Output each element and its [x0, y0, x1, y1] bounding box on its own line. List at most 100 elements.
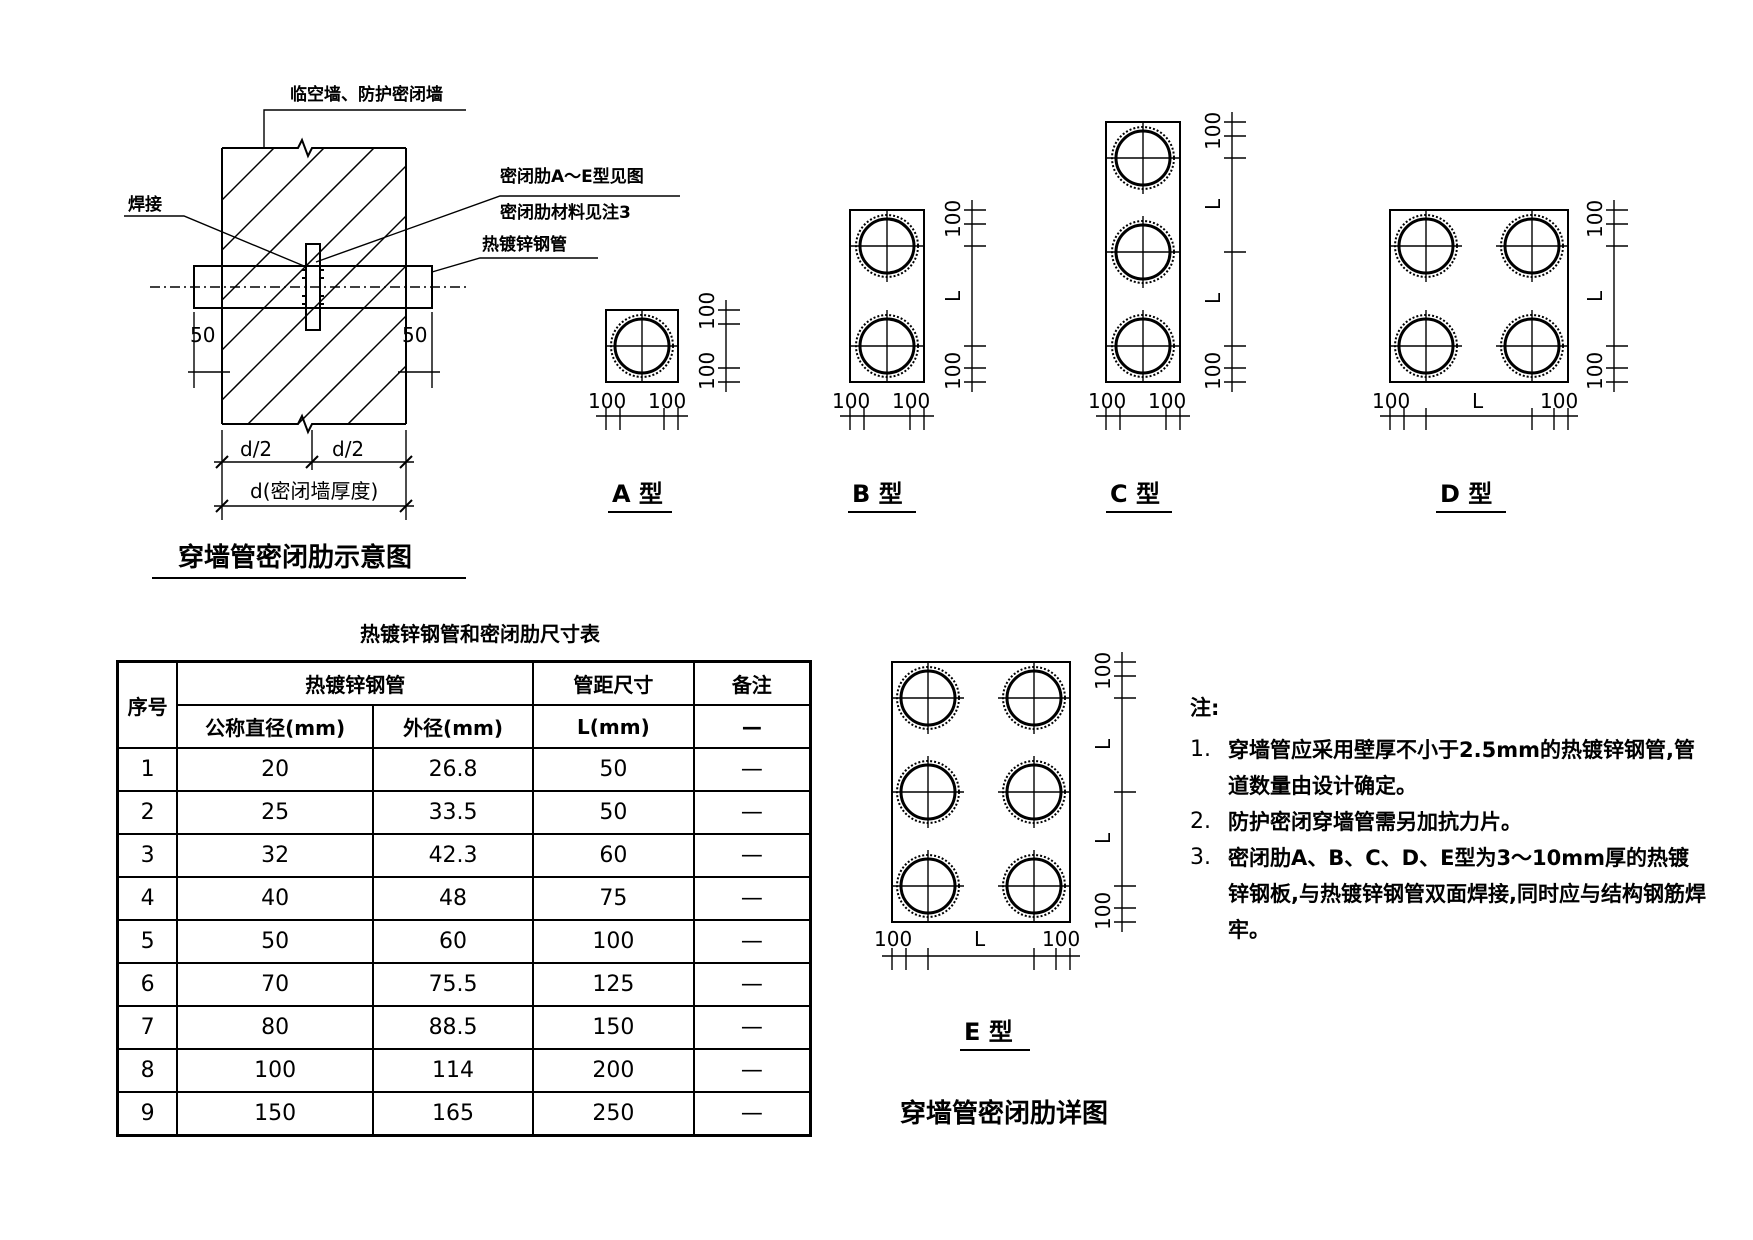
cell-od: 88.5	[371, 1005, 535, 1050]
type-a-label: A 型	[612, 480, 663, 508]
type-a-plate: 100 100 100 100 A 型	[588, 292, 740, 513]
svg-text:L: L	[1201, 198, 1225, 210]
detail-caption: 穿墙管密闭肋详图	[900, 1098, 1108, 1129]
wall-bottom-break	[222, 413, 406, 435]
pipe-label: 热镀锌钢管	[482, 234, 567, 255]
section-caption: 穿墙管密闭肋示意图	[178, 542, 412, 573]
wall-label: 临空墙、防护密闭墙	[290, 84, 443, 105]
cell-no: 9	[116, 1091, 179, 1137]
cell-od: 75.5	[371, 962, 535, 1007]
svg-text:L: L	[1091, 832, 1115, 844]
cell-remark: —	[692, 747, 812, 792]
weld-leader	[124, 215, 305, 267]
cell-l: 125	[532, 962, 695, 1007]
header-remark-sub: —	[692, 704, 812, 749]
svg-text:100: 100	[1583, 200, 1607, 238]
cell-no: 7	[116, 1005, 179, 1050]
note-2: 2. 防护密闭穿墙管需另加抗力片。	[1190, 809, 1522, 834]
svg-text:100: 100	[1583, 352, 1607, 390]
half-d-right: d/2	[332, 437, 364, 461]
header-pipe: 热镀锌钢管	[176, 660, 535, 706]
pipe-size-table: 序号 热镀锌钢管 管距尺寸 备注 公称直径(mm) 外径(mm) L(mm) —…	[116, 660, 812, 1137]
svg-text:100: 100	[941, 352, 965, 390]
cell-od: 60	[371, 919, 535, 964]
note-3: 3. 密闭肋A、B、C、D、E型为3～10mm厚的热镀锌钢板,与热镀锌钢管双面焊…	[1190, 845, 1706, 942]
cell-remark: —	[692, 1091, 812, 1137]
cell-l: 75	[532, 876, 695, 921]
svg-text:L: L	[1201, 292, 1225, 304]
header-spacing: 管距尺寸	[532, 660, 695, 706]
cell-remark: —	[692, 790, 812, 835]
cell-no: 8	[116, 1048, 179, 1093]
cell-no: 1	[116, 747, 179, 792]
d-label: d(密闭墙厚度)	[250, 479, 378, 503]
svg-text:100: 100	[695, 352, 719, 390]
svg-text:100: 100	[588, 389, 626, 413]
cell-remark: —	[692, 962, 812, 1007]
svg-text:100: 100	[832, 389, 870, 413]
cell-l: 200	[532, 1048, 695, 1093]
svg-text:100: 100	[695, 292, 719, 330]
wall-top-break	[222, 137, 406, 159]
cell-od: 42.3	[371, 833, 535, 878]
cell-no: 5	[116, 919, 179, 964]
cell-dn: 150	[176, 1091, 374, 1137]
cell-no: 2	[116, 790, 179, 835]
table-title: 热镀锌钢管和密闭肋尺寸表	[360, 622, 600, 646]
svg-text:100: 100	[1091, 652, 1115, 690]
cell-l: 50	[532, 790, 695, 835]
cell-l: 60	[532, 833, 695, 878]
svg-text:100: 100	[1091, 892, 1115, 930]
wall-leader	[263, 109, 466, 148]
cell-dn: 50	[176, 919, 374, 964]
svg-text:L: L	[1583, 290, 1607, 302]
svg-text:100: 100	[1372, 389, 1410, 413]
weld-label: 焊接	[128, 194, 162, 215]
type-c-plate: 100 L L 100 100 100 C 型	[1088, 112, 1246, 513]
notes: 注: 1. 穿墙管应采用壁厚不小于2.5mm的热镀锌钢管,管道数量由设计确定。 …	[1190, 690, 1710, 948]
header-l: L(mm)	[532, 704, 695, 749]
type-e-label: E 型	[964, 1018, 1013, 1046]
cell-l: 100	[532, 919, 695, 964]
cell-remark: —	[692, 833, 812, 878]
svg-text:100: 100	[1042, 927, 1080, 951]
rib-label-2: 密闭肋材料见注3	[500, 202, 631, 223]
notes-head: 注:	[1190, 696, 1220, 720]
svg-text:L: L	[1091, 738, 1115, 750]
wall-hatch	[222, 148, 406, 424]
dim-50-left: 50	[190, 323, 215, 347]
type-d-plate: 100 L 100 100 L 100 D 型	[1372, 200, 1628, 513]
svg-text:100: 100	[1148, 389, 1186, 413]
cell-l: 50	[532, 747, 695, 792]
weld-mark	[302, 269, 324, 305]
header-od: 外径(mm)	[371, 704, 535, 749]
cell-od: 48	[371, 876, 535, 921]
cell-dn: 70	[176, 962, 374, 1007]
rib-leader	[315, 195, 680, 263]
type-d-label: D 型	[1440, 480, 1492, 508]
cell-l: 150	[532, 1005, 695, 1050]
cell-remark: —	[692, 1048, 812, 1093]
type-b-plate: 100 L 100 100 100 B 型	[832, 200, 986, 513]
svg-text:100: 100	[1201, 352, 1225, 390]
cell-dn: 32	[176, 833, 374, 878]
cell-no: 4	[116, 876, 179, 921]
header-remark: 备注	[692, 660, 812, 706]
svg-text:100: 100	[1088, 389, 1126, 413]
svg-text:100: 100	[648, 389, 686, 413]
type-e-plate: 100 L L 100 100 L 100 E 型	[874, 652, 1136, 1051]
cell-od: 26.8	[371, 747, 535, 792]
header-no: 序号	[116, 660, 179, 749]
svg-text:100: 100	[1201, 112, 1225, 150]
note-1: 1. 穿墙管应采用壁厚不小于2.5mm的热镀锌钢管,管道数量由设计确定。	[1190, 737, 1695, 798]
cell-dn: 40	[176, 876, 374, 921]
